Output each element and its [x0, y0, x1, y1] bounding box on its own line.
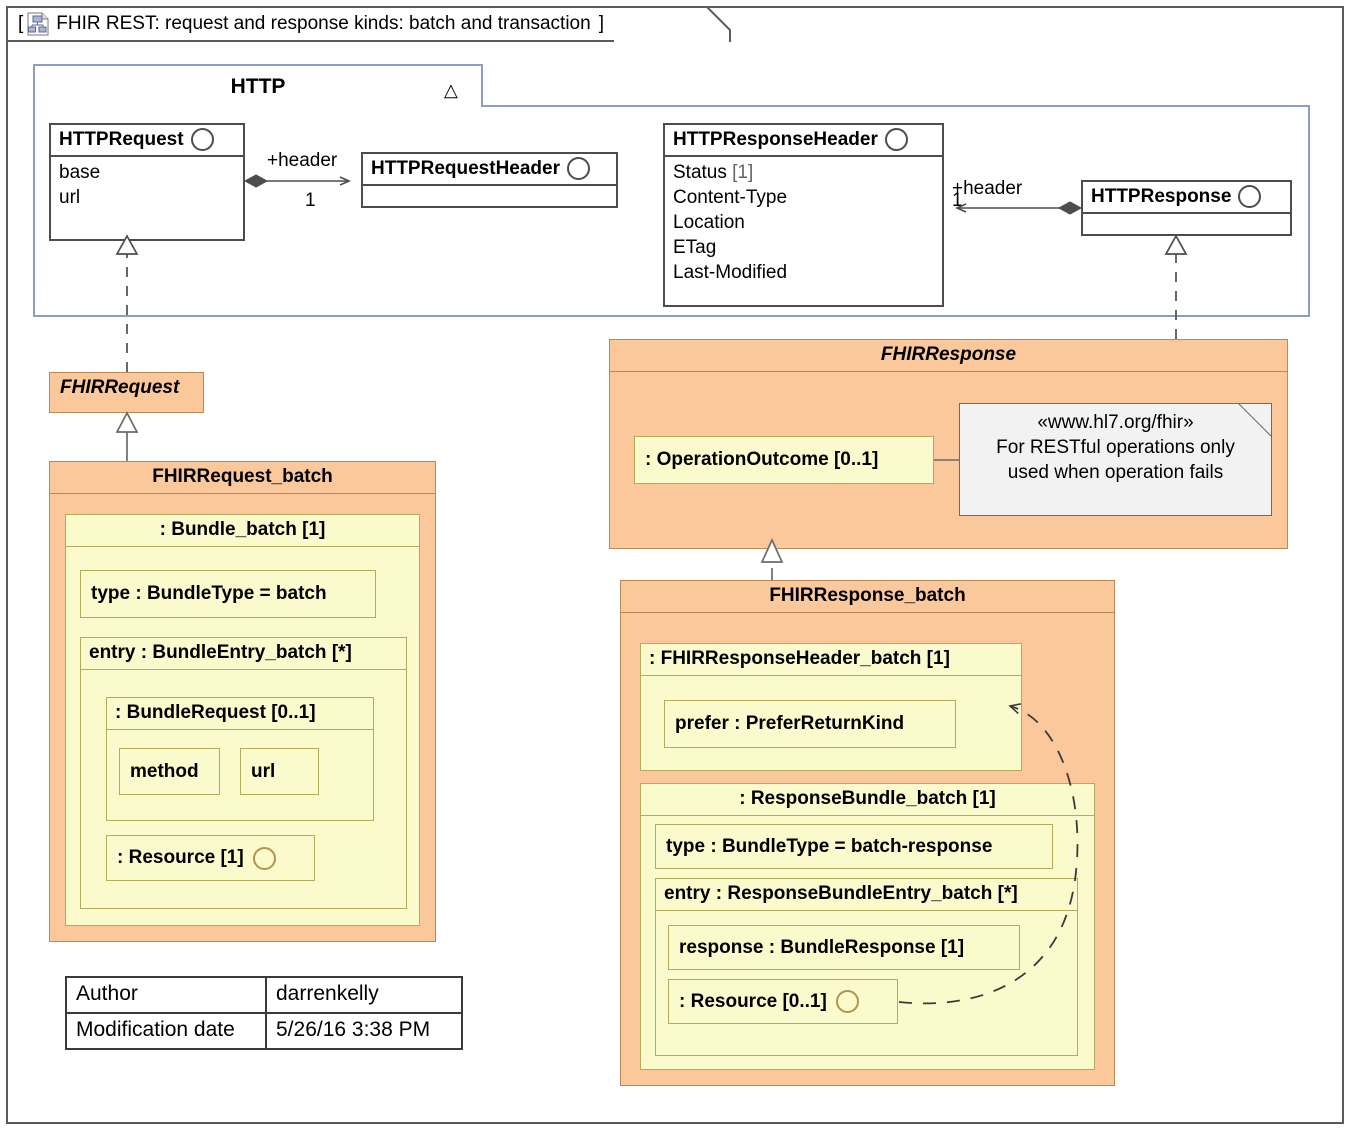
attribute: Location — [673, 212, 745, 233]
attribute: Last-Modified — [673, 262, 788, 283]
interface-circle-icon — [1238, 185, 1262, 208]
note-text: «www.hl7.org/fhir» For RESTful operation… — [960, 404, 1271, 485]
class-http-request-header[interactable]: HTTPRequestHeader — [361, 152, 618, 208]
class-header: HTTPResponse — [1083, 182, 1290, 214]
metadata-label: Author — [67, 978, 267, 1012]
class-name: HTTPResponse — [1091, 185, 1232, 207]
class-name: HTTPRequestHeader — [371, 157, 560, 179]
part-label: : FHIRResponseHeader_batch [1] — [641, 644, 1021, 676]
attribute-status: Status [1] — [673, 160, 934, 185]
diagram-title: FHIR REST: request and response kinds: b… — [56, 13, 591, 34]
part-label: : BundleRequest [0..1] — [107, 698, 373, 730]
attribute: ETag — [673, 237, 717, 258]
attribute: url — [59, 187, 81, 208]
note-hl7-reference: «www.hl7.org/fhir» For RESTful operation… — [959, 403, 1272, 516]
class-name: FHIRRequest_batch — [50, 462, 435, 494]
property-type-bundletype[interactable]: type : BundleType = batch — [80, 570, 376, 618]
part-resource-response[interactable]: : Resource [0..1] — [668, 979, 898, 1024]
class-attributes — [1083, 214, 1290, 240]
note-line-1: For RESTful operations only — [996, 437, 1235, 458]
part-label: : ResponseBundle_batch [1] — [641, 784, 1094, 816]
part-label: : Bundle_batch [1] — [66, 515, 419, 547]
attribute: base — [59, 162, 101, 183]
association-role-response-header: +header — [952, 178, 1023, 199]
title-tab-notch — [706, 6, 731, 42]
bracket-close: ] — [598, 13, 604, 34]
http-package-tab: HTTP — [33, 64, 483, 107]
attribute-name: Status — [673, 162, 727, 183]
metadata-value: 5/26/16 3:38 PM — [276, 1018, 431, 1041]
part-label: entry : BundleEntry_batch [*] — [81, 638, 406, 670]
property-response-bundleresponse[interactable]: response : BundleResponse [1] — [668, 925, 1020, 970]
note-line-2: used when operation fails — [1007, 462, 1224, 483]
association-multiplicity-request-header: 1 — [305, 190, 316, 211]
part-label: : Resource [1] — [117, 847, 244, 868]
class-name: FHIRResponse_batch — [621, 581, 1114, 613]
attribute: Content-Type — [673, 187, 788, 208]
metadata-table: Author darrenkelly Modification date 5/2… — [65, 976, 463, 1050]
class-diagram-icon — [27, 12, 49, 36]
property-method[interactable]: method — [119, 748, 220, 795]
interface-circle-icon — [190, 128, 214, 151]
metadata-value: darrenkelly — [276, 982, 379, 1005]
metadata-label: Modification date — [67, 1014, 267, 1048]
property-url[interactable]: url — [240, 748, 319, 795]
class-name: HTTPResponseHeader — [673, 128, 878, 150]
table-row: Author darrenkelly — [67, 978, 461, 1012]
diagram-title-tab: [ FHIR REST: request and response kinds:… — [6, 6, 614, 42]
class-header: HTTPRequestHeader — [363, 154, 616, 186]
part-operation-outcome[interactable]: : OperationOutcome [0..1] — [634, 436, 934, 484]
triangle-icon: △ — [444, 80, 458, 100]
property-type-bundletype-response[interactable]: type : BundleType = batch-response — [655, 824, 1053, 869]
table-row: Modification date 5/26/16 3:38 PM — [67, 1012, 461, 1048]
class-http-response-header[interactable]: HTTPResponseHeader Status [1] Content-Ty… — [663, 123, 944, 307]
attribute-multiplicity: [1] — [732, 162, 754, 183]
association-role-request-header: +header — [267, 150, 338, 171]
property-prefer[interactable]: prefer : PreferReturnKind — [664, 700, 956, 748]
package-name: HTTP — [230, 74, 286, 98]
part-label: entry : ResponseBundleEntry_batch [*] — [656, 879, 1077, 911]
note-fold-icon — [1238, 403, 1272, 437]
class-fhir-request[interactable]: FHIRRequest — [49, 372, 204, 413]
part-label: : Resource [0..1] — [679, 990, 827, 1012]
part-resource[interactable]: : Resource [1] — [106, 835, 315, 881]
class-attributes — [363, 186, 616, 212]
note-stereotype: «www.hl7.org/fhir» — [1037, 412, 1194, 433]
class-http-request[interactable]: HTTPRequest base url — [49, 123, 245, 241]
interface-circle-icon — [252, 846, 276, 870]
class-attributes: Status [1] Content-Type Location ETag La… — [665, 157, 942, 290]
class-name: HTTPRequest — [59, 128, 184, 150]
interface-circle-icon — [567, 157, 590, 180]
association-multiplicity-response-header: 1 — [952, 190, 963, 211]
class-attributes: base url — [51, 157, 243, 215]
bracket-open: [ — [18, 13, 24, 34]
class-name: FHIRResponse — [610, 340, 1287, 372]
class-http-response[interactable]: HTTPResponse — [1081, 180, 1292, 236]
interface-circle-icon — [835, 990, 859, 1013]
class-header: HTTPRequest — [51, 125, 243, 157]
class-name: FHIRRequest — [60, 377, 180, 398]
class-header: HTTPResponseHeader — [665, 125, 942, 157]
interface-circle-icon — [884, 128, 908, 151]
